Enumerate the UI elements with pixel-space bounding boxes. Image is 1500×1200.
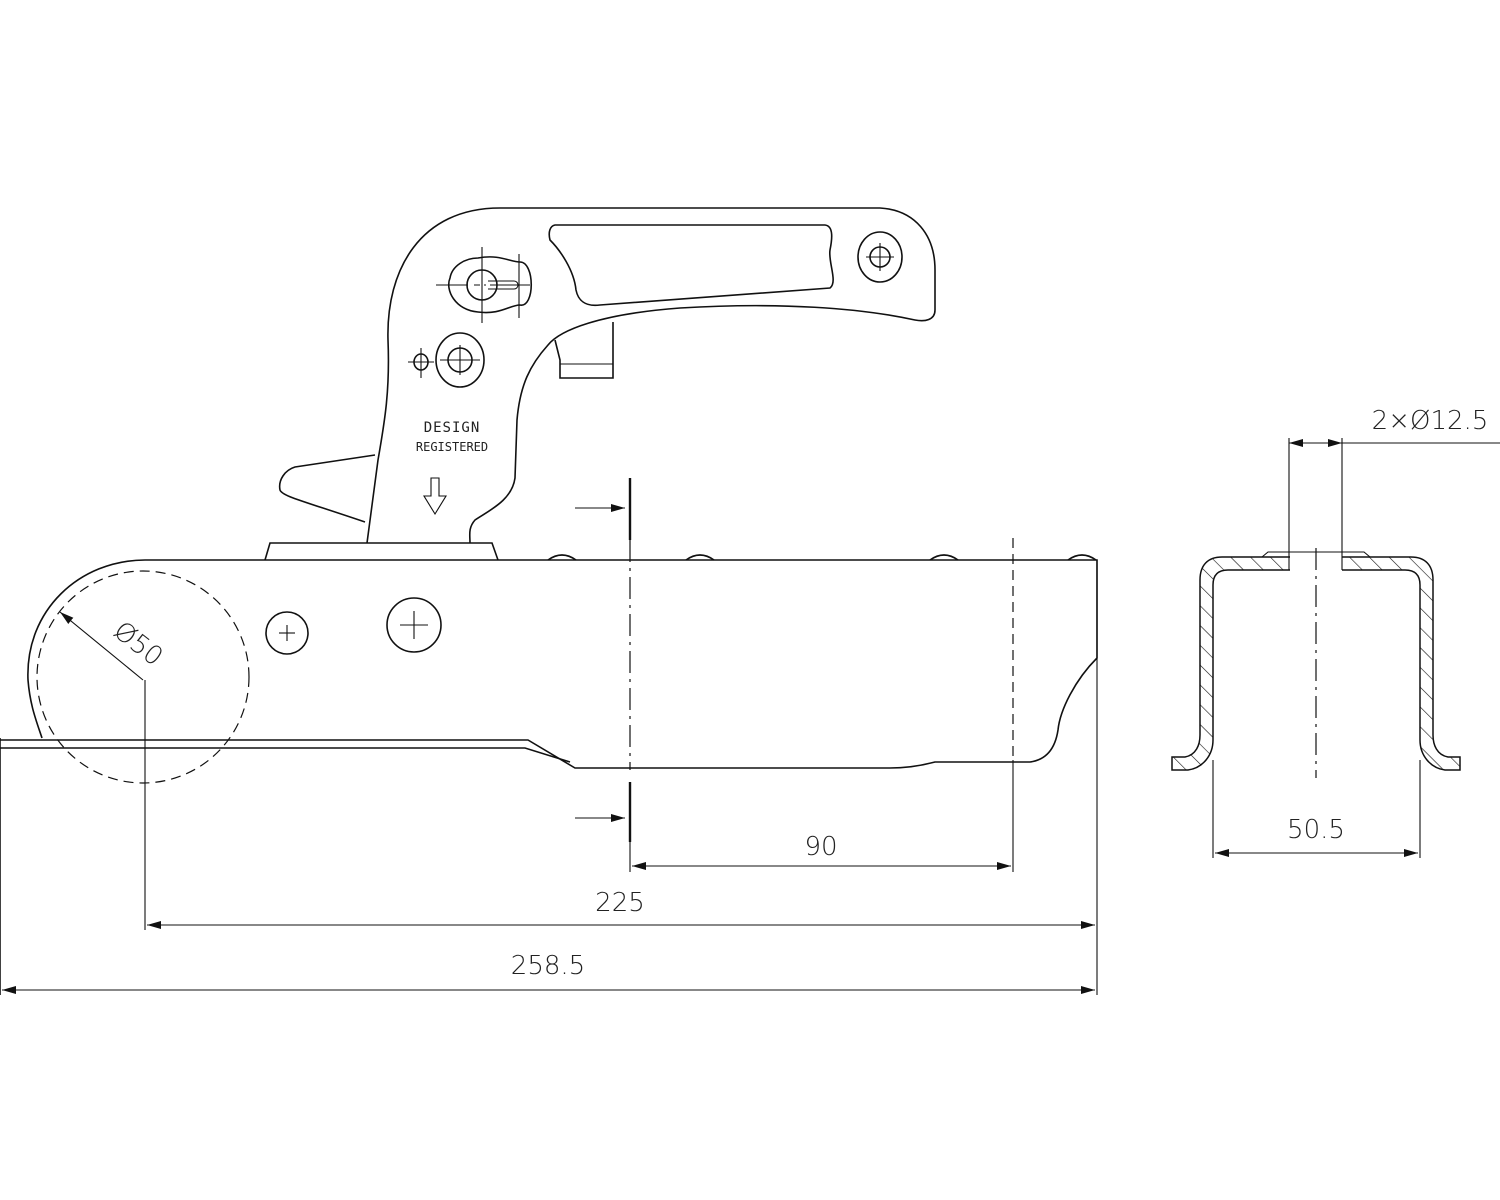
dimension-ball-diameter <box>59 611 144 681</box>
housing-hole-large <box>386 597 442 653</box>
dimension-90-label: 90 <box>804 832 837 862</box>
section-cut-marks <box>575 478 1014 842</box>
dimension-225 <box>144 560 1098 995</box>
housing-body <box>0 542 1098 995</box>
housing-hole-small <box>265 611 309 655</box>
dimension-225-label: 225 <box>595 888 645 918</box>
inner-width-label: 50.5 <box>1287 815 1345 845</box>
ball-outline <box>36 570 250 784</box>
hole-spec-label: 2×Ø12.5 <box>1372 406 1489 436</box>
down-arrow-icon <box>423 477 447 516</box>
design-label: DESIGN <box>424 420 481 436</box>
registered-label: REGISTERED <box>416 440 488 454</box>
dimension-90 <box>629 760 1014 872</box>
dimension-258-5-label: 258.5 <box>511 951 585 981</box>
handle <box>278 207 936 544</box>
cross-section <box>1171 438 1500 858</box>
ball-diameter-label: Ø50 <box>108 616 169 673</box>
